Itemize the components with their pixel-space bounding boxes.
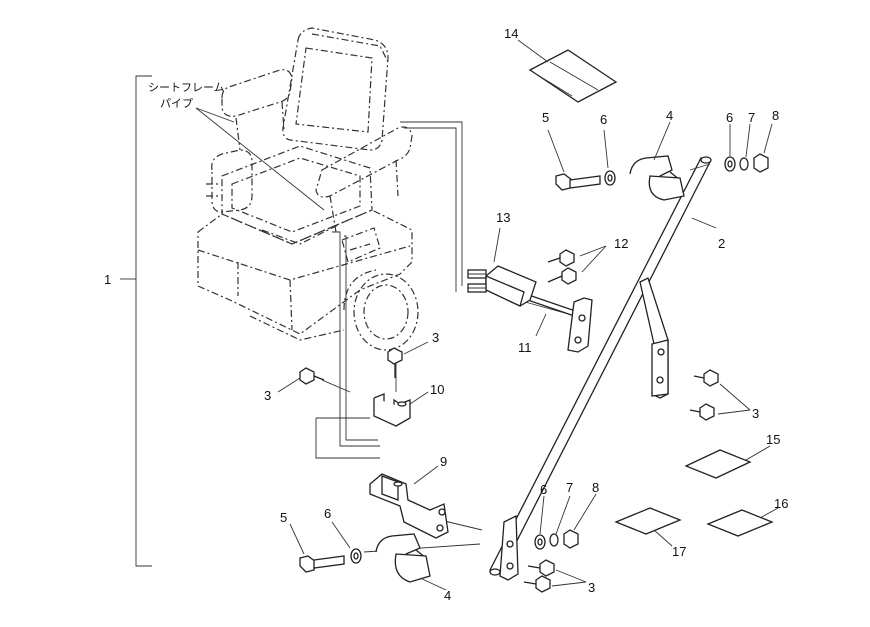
bolts-12: 12 xyxy=(547,236,628,285)
assembly-bracket: 1 xyxy=(104,75,152,567)
lower-right-hardware: 6 7 8 xyxy=(534,480,599,550)
main-pipe: 2 xyxy=(489,156,725,581)
label-3-left: 3 xyxy=(264,388,271,403)
label-12: 12 xyxy=(614,236,628,251)
mount-guides xyxy=(315,121,591,553)
label-8-bottom: 8 xyxy=(592,480,599,495)
label-6-top: 6 xyxy=(600,112,607,127)
sticker-15: 15 xyxy=(684,432,780,479)
bolt-3-center: 3 xyxy=(387,330,439,378)
sticker-16: 16 xyxy=(706,496,788,537)
upper-hardware: 5 6 4 6 7 8 xyxy=(542,108,779,201)
label-1: 1 xyxy=(104,272,111,287)
label-7-bottom: 7 xyxy=(566,480,573,495)
label-10: 10 xyxy=(430,382,444,397)
label-5-top: 5 xyxy=(542,110,549,125)
seat-phantom xyxy=(197,27,419,351)
label-13: 13 xyxy=(496,210,510,225)
label-6-bottom-r: 6 xyxy=(540,482,547,497)
label-16: 16 xyxy=(774,496,788,511)
label-5-bottom: 5 xyxy=(280,510,287,525)
label-4-bottom: 4 xyxy=(444,588,451,603)
clamp-block: 13 xyxy=(467,210,537,307)
rod-with-plate: 11 xyxy=(514,291,593,355)
lower-bolts-3: 3 xyxy=(523,559,595,595)
label-7-top: 7 xyxy=(748,110,755,125)
sticker-17: 17 xyxy=(614,507,686,559)
bracket-9: 9 xyxy=(369,454,449,539)
label-11: 11 xyxy=(518,340,532,355)
label-15: 15 xyxy=(766,432,780,447)
right-bolts-3: 3 xyxy=(689,369,759,421)
callout-line2: パイプ xyxy=(160,97,193,110)
label-2: 2 xyxy=(718,236,725,251)
bracket-10: 10 xyxy=(373,382,444,427)
callout-line1: シートフレーム xyxy=(148,81,225,94)
label-9: 9 xyxy=(440,454,447,469)
lower-left-hardware: 5 6 4 xyxy=(280,506,451,603)
label-14: 14 xyxy=(504,26,518,41)
label-3-right: 3 xyxy=(752,406,759,421)
label-6-top-r: 6 xyxy=(726,110,733,125)
label-8-top: 8 xyxy=(772,108,779,123)
label-4-top: 4 xyxy=(666,108,673,123)
label-3-bottom: 3 xyxy=(588,580,595,595)
label-3-center: 3 xyxy=(432,330,439,345)
bolt-3-left: 3 xyxy=(264,367,325,403)
label-17: 17 xyxy=(672,544,686,559)
label-6-bottom: 6 xyxy=(324,506,331,521)
seat-frame-pipe-callout: シートフレーム パイプ xyxy=(148,81,325,211)
manual-booklet: 14 xyxy=(504,26,618,103)
